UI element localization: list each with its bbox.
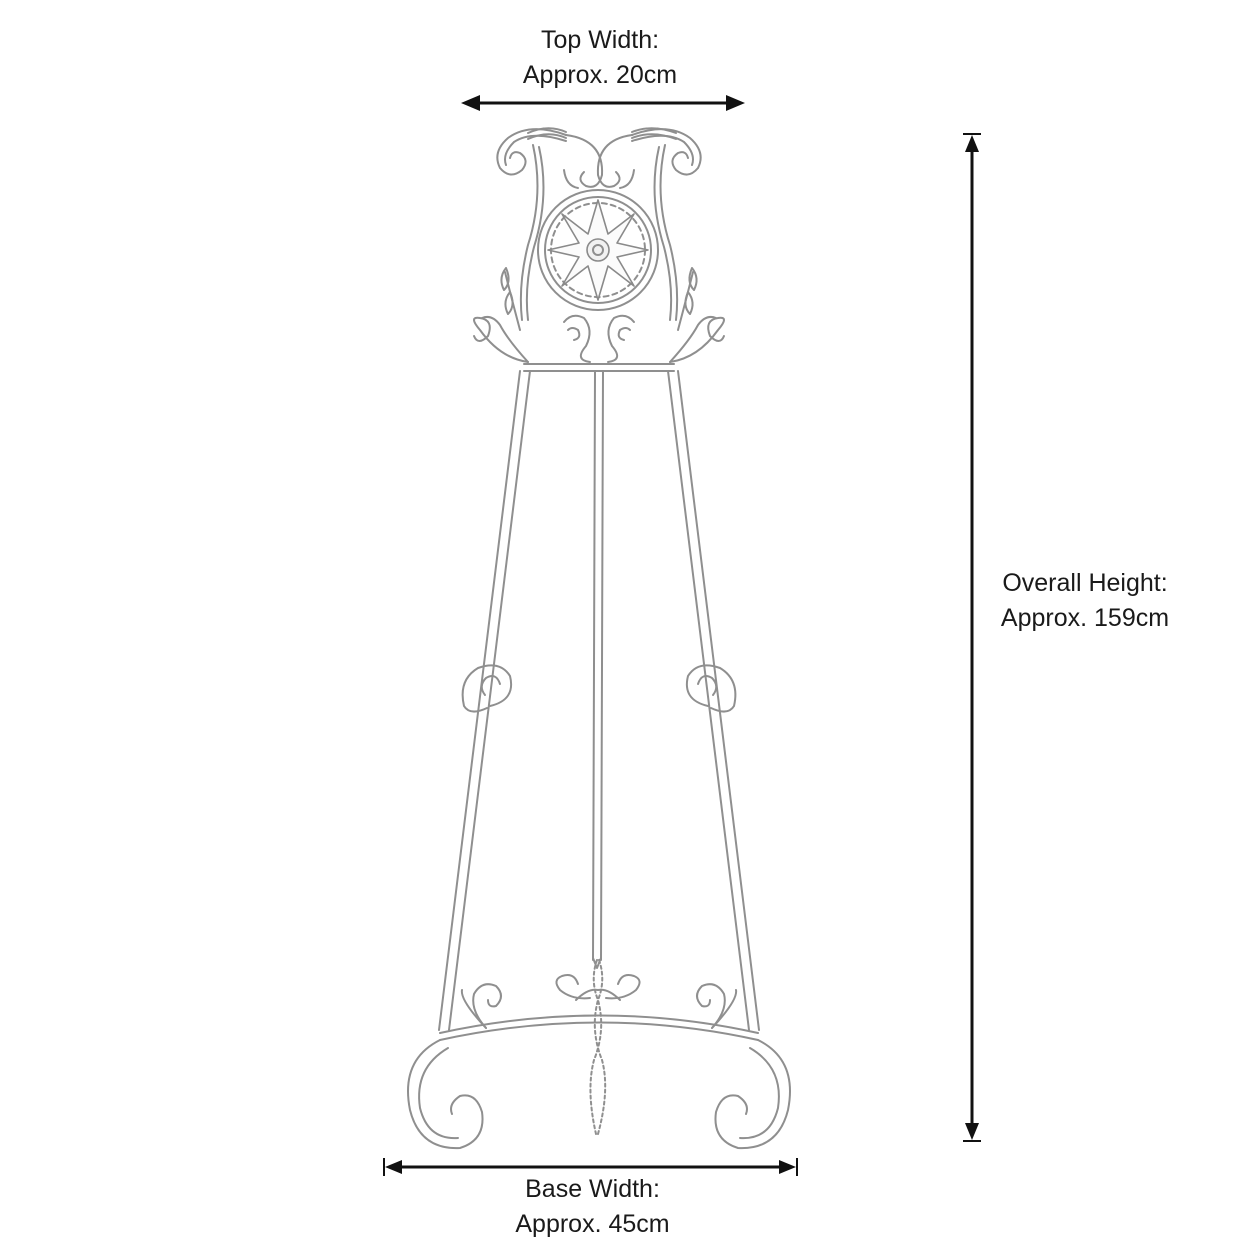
top-scroll-crest	[496, 127, 702, 321]
right-leg	[667, 370, 760, 1031]
arrow-right-icon	[726, 95, 745, 111]
overall-height-value: Approx. 159cm	[1000, 604, 1170, 632]
top-cross-bar	[523, 363, 675, 372]
arrow-left-icon	[461, 95, 480, 111]
left-leg	[438, 370, 531, 1031]
arrow-left-icon	[385, 1160, 402, 1174]
overall-height-dimension-line	[963, 133, 981, 1142]
lower-crest-scrolls	[473, 314, 725, 363]
top-width-title: Top Width:	[540, 26, 660, 54]
back-leg	[592, 370, 604, 961]
top-width-label: Top Width: Approx. 20cm	[450, 23, 750, 93]
base-arch	[407, 1014, 791, 1150]
base-scrolls	[460, 974, 738, 1029]
support-chain	[589, 959, 607, 1135]
arrow-up-icon	[965, 135, 979, 152]
top-width-value: Approx. 20cm	[522, 61, 678, 89]
arrow-down-icon	[965, 1123, 979, 1140]
easel-illustration	[407, 127, 791, 1150]
base-width-dimension-line	[383, 1158, 798, 1176]
base-width-label: Base Width: Approx. 45cm	[440, 1172, 745, 1242]
top-width-dimension-line	[461, 95, 745, 111]
overall-height-label: Overall Height: Approx. 159cm	[960, 566, 1210, 636]
arrow-right-icon	[779, 1160, 796, 1174]
overall-height-title: Overall Height:	[1002, 569, 1168, 597]
ledge-hooks	[461, 664, 737, 713]
easel-legs	[438, 370, 760, 1031]
base-width-title: Base Width:	[525, 1175, 660, 1203]
base-width-value: Approx. 45cm	[515, 1210, 670, 1238]
leaf-sprigs	[500, 267, 698, 331]
star-medallion	[537, 189, 659, 311]
